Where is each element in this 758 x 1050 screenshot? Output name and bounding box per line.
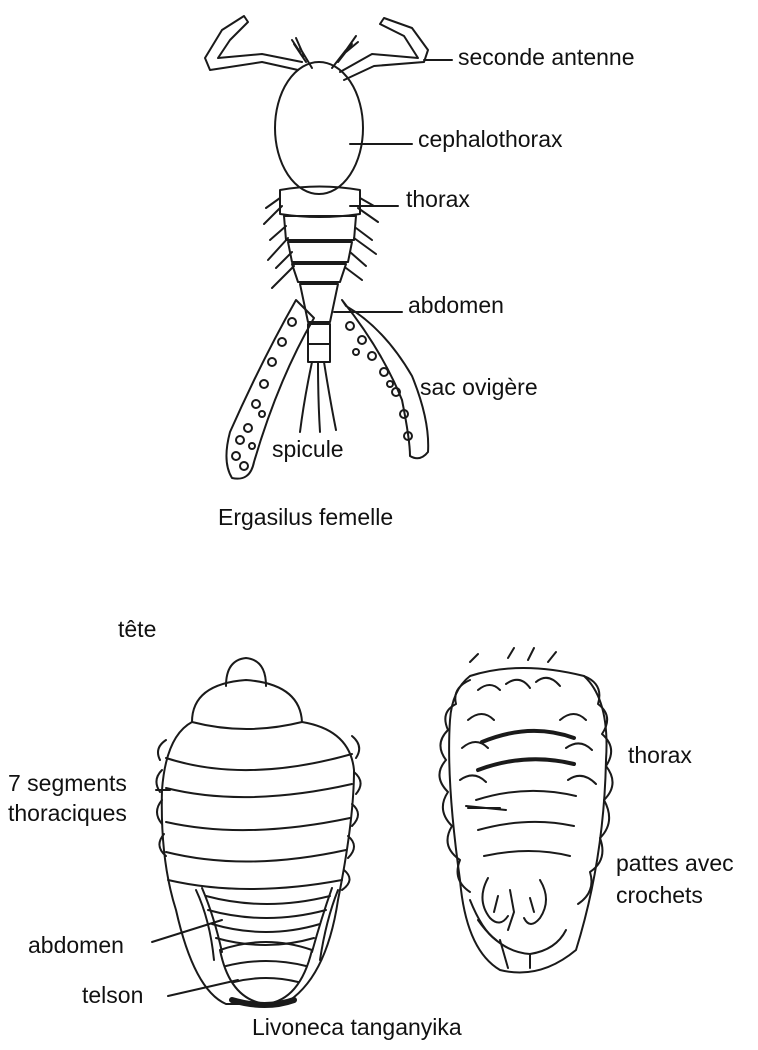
ventral-left-plates <box>439 680 470 892</box>
thorax-segment-1 <box>280 187 360 218</box>
ventral-head-spines <box>470 648 556 662</box>
ergasilus-spicules <box>300 362 336 432</box>
livoneca-telson-lines <box>226 961 306 982</box>
ventral-hooked-legs <box>470 878 546 940</box>
label-head: tête <box>118 616 156 643</box>
label-segments-line1: 7 segments <box>8 770 127 797</box>
ventral-outline <box>449 668 606 973</box>
ventral-lower-plates <box>478 920 566 968</box>
label-egg-sac: sac ovigère <box>420 374 538 401</box>
thorax-segment-4 <box>292 264 346 282</box>
label-spicule: spicule <box>272 436 344 463</box>
caption-livoneca: Livoneca tanganyika <box>252 1014 462 1041</box>
cephalothorax-shape <box>275 62 363 194</box>
label-second-antenna: seconde antenne <box>458 44 635 71</box>
thorax-segment-3 <box>288 242 352 262</box>
left-second-antenna <box>205 16 302 70</box>
label-telson: telson <box>82 982 143 1009</box>
livoneca-dorsal-drawing <box>152 658 361 1005</box>
ergasilus-drawing <box>205 16 452 479</box>
livoneca-segment-lines <box>166 754 352 889</box>
right-second-antenna <box>340 18 428 80</box>
caption-ergasilus: Ergasilus femelle <box>218 504 393 531</box>
livoneca-abdomen-rings <box>206 896 330 945</box>
label-segments-line2: thoraciques <box>8 800 127 827</box>
livoneca-ventral-drawing <box>439 648 612 973</box>
label-cephalothorax: cephalothorax <box>418 126 563 153</box>
right-egg-sac <box>342 300 428 458</box>
label-abdomen-livoneca: abdomen <box>28 932 124 959</box>
thorax-segment-2 <box>284 216 356 240</box>
label-thorax-ergasilus: thorax <box>406 186 470 213</box>
label-legs-line1: pattes avec <box>616 850 734 877</box>
ventral-band-2 <box>478 759 574 770</box>
ergasilus-abdomen <box>300 284 338 322</box>
label-thorax-livoneca: thorax <box>628 742 692 769</box>
label-legs-line2: crochets <box>616 882 703 909</box>
livoneca-segment-1 <box>192 680 302 729</box>
ventral-internal-lines <box>466 791 576 856</box>
label-abdomen-ergasilus: abdomen <box>408 292 504 319</box>
livoneca-telson-tip <box>232 1000 294 1005</box>
ergasilus-abdomen-lower <box>308 324 330 362</box>
ventral-band-1 <box>482 731 574 742</box>
